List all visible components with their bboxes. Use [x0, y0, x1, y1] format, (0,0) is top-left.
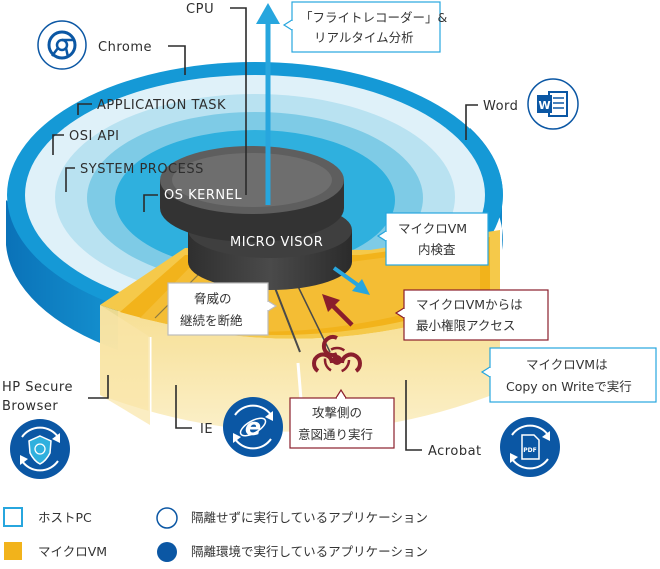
kernel-stack	[160, 146, 352, 290]
threat-line1: 脅威の	[194, 291, 232, 306]
copy-on-write-line1: マイクロVMは	[526, 357, 608, 372]
legend-host-pc-swatch	[3, 507, 23, 527]
attacker-line2: 意図通り実行	[298, 427, 373, 442]
ie-label: IE	[200, 422, 213, 437]
leader-lines	[52, 7, 478, 451]
flight-recorder-line1: 「フライトレコーダー」&	[300, 10, 448, 25]
callout-copy-on-write: マイクロVMは Copy on Writeで実行	[480, 347, 657, 403]
callout-introspection: マイクロVM 内検査	[376, 212, 489, 266]
introspection-line2: 内検査	[418, 242, 456, 257]
legend-non-isolated-swatch	[156, 507, 178, 529]
chrome-icon	[37, 20, 87, 70]
callout-attacker: 攻撃側の 意図通り実行	[289, 388, 395, 449]
legend-micro-vm-swatch	[4, 542, 22, 560]
legend-micro-vm-label: マイクロVM	[38, 544, 107, 559]
min-access-arrow	[322, 294, 354, 327]
system-process-label: SYSTEM PROCESS	[80, 162, 204, 177]
chrome-label: Chrome	[98, 40, 152, 55]
min-access-line1: マイクロVMからは	[416, 297, 523, 312]
legend-host-pc-label: ホストPC	[38, 510, 92, 525]
ie-icon: e	[223, 397, 283, 457]
biohazard-icon	[312, 335, 362, 374]
introspection-arrow	[332, 266, 370, 295]
ie-glyph: e	[245, 413, 261, 441]
legend: ホストPC マイクロVM 隔離せずに実行しているアプリケーション 隔離環境で実行…	[3, 507, 428, 562]
acrobat-pdf-icon: PDF	[500, 417, 560, 477]
legend-isolated-label: 隔離環境で実行しているアプリケーション	[191, 544, 428, 559]
osi-api-label: OSI API	[69, 129, 120, 144]
callout-threat: 脅威の 継続を断絶	[167, 282, 278, 336]
acrobat-label: Acrobat	[428, 444, 482, 459]
hp-secure-browser-icon	[10, 419, 70, 479]
pdf-glyph: PDF	[523, 447, 536, 454]
introspection-line1: マイクロVM	[398, 221, 467, 236]
word-icon: W	[527, 78, 579, 130]
application-task-label: APPLICATION TASK	[97, 98, 226, 113]
min-access-line2: 最小権限アクセス	[416, 318, 515, 333]
word-label: Word	[483, 99, 518, 114]
hp-secure-label-line2: Browser	[2, 399, 58, 414]
attacker-line1: 攻撃側の	[312, 405, 362, 420]
callout-flight-recorder: 「フライトレコーダー」& リアルタイム分析	[282, 1, 448, 53]
micro-visor-label: MICRO VISOR	[230, 235, 323, 250]
legend-isolated-swatch	[157, 542, 177, 562]
word-glyph: W	[538, 99, 550, 112]
os-kernel-label: OS KERNEL	[164, 188, 242, 203]
cpu-label: CPU	[186, 2, 214, 17]
copy-on-write-line2: Copy on Writeで実行	[506, 379, 632, 394]
threat-line2: 継続を断絶	[180, 313, 243, 328]
legend-non-isolated-label: 隔離せずに実行しているアプリケーション	[191, 510, 428, 525]
cpu-arrow	[256, 3, 280, 205]
flight-recorder-line2: リアルタイム分析	[314, 30, 414, 45]
callout-min-access: マイクロVMからは 最小権限アクセス	[394, 289, 549, 341]
hp-secure-label-line1: HP Secure	[2, 380, 73, 395]
